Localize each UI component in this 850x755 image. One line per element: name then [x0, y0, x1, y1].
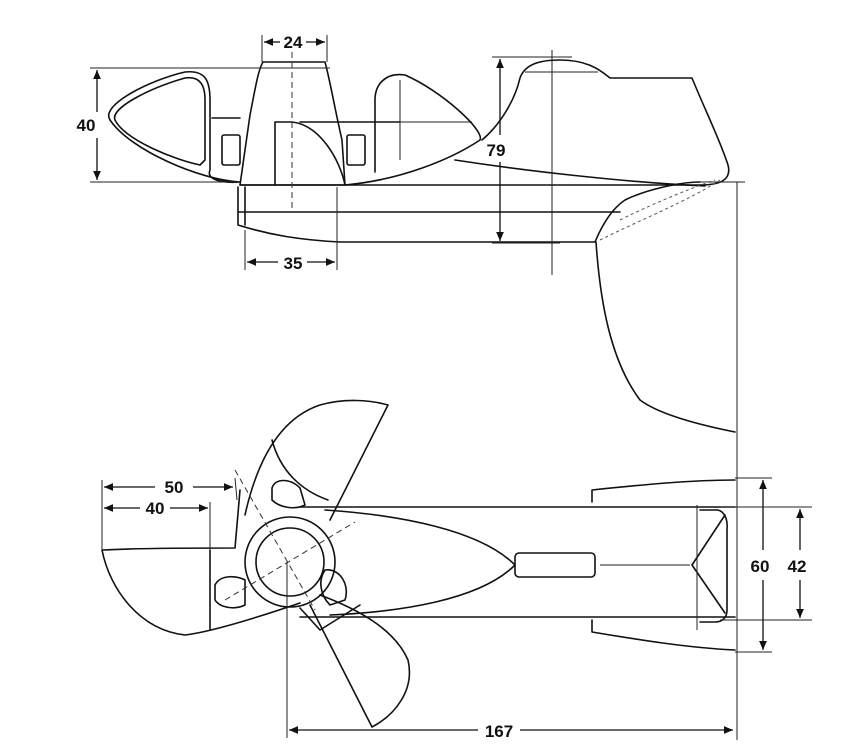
hub-outer	[244, 516, 336, 608]
upper-housing	[481, 59, 730, 186]
center-fin	[239, 61, 346, 186]
hub-inner	[255, 527, 325, 597]
end-bracket	[699, 509, 728, 623]
dimension-label-24: 24	[284, 33, 303, 52]
left-wing-inner	[114, 76, 206, 166]
dimension-40-bottom: 40	[104, 499, 211, 550]
lower-bar	[237, 181, 701, 243]
blade-top-inner	[271, 439, 329, 501]
fin-bottom	[591, 619, 736, 651]
right-wing	[344, 73, 481, 186]
housing-bottom-line	[454, 159, 706, 187]
dimension-35: 35	[244, 187, 338, 273]
right-boss	[346, 134, 366, 166]
shaft	[514, 552, 596, 578]
right-wing-inner	[399, 80, 472, 160]
center-fin-inner	[274, 121, 346, 186]
blade-left	[101, 489, 301, 636]
skeg	[595, 241, 736, 433]
skeg-hidden	[599, 179, 721, 241]
hub-axis-2	[224, 521, 356, 601]
plan-view	[101, 399, 736, 728]
dimension-label-167: 167	[485, 722, 513, 741]
dimension-label-79: 79	[487, 141, 506, 160]
dimension-42: 42	[720, 506, 812, 621]
side-view	[107, 50, 745, 740]
left-wing-outline	[107, 71, 241, 184]
blade-left-slot	[214, 575, 246, 609]
dimension-label-40-top: 40	[77, 116, 96, 135]
hub-axis-1	[234, 469, 316, 611]
dimension-24: 24	[261, 33, 328, 62]
blade-top	[244, 399, 389, 521]
blade-top-slot	[271, 479, 306, 509]
left-boss	[221, 134, 241, 166]
dimension-label-60: 60	[751, 557, 770, 576]
dimension-40-top: 40	[77, 67, 330, 183]
dimension-label-42: 42	[788, 557, 807, 576]
dimension-60: 60	[735, 477, 772, 653]
dimension-79: 79	[487, 56, 572, 244]
dimension-label-50: 50	[165, 478, 184, 497]
dimension-50: 50	[101, 477, 238, 550]
blade-bottom-slot	[320, 569, 347, 606]
hub-top	[211, 117, 401, 123]
dimension-label-40-bottom: 40	[146, 499, 165, 518]
end-bracket-v	[691, 514, 726, 614]
blade-bottom	[309, 594, 411, 728]
dimension-167: 167	[286, 562, 733, 741]
nose-cone	[324, 509, 516, 616]
fin-top	[591, 479, 736, 503]
dimension-label-35: 35	[284, 254, 303, 273]
